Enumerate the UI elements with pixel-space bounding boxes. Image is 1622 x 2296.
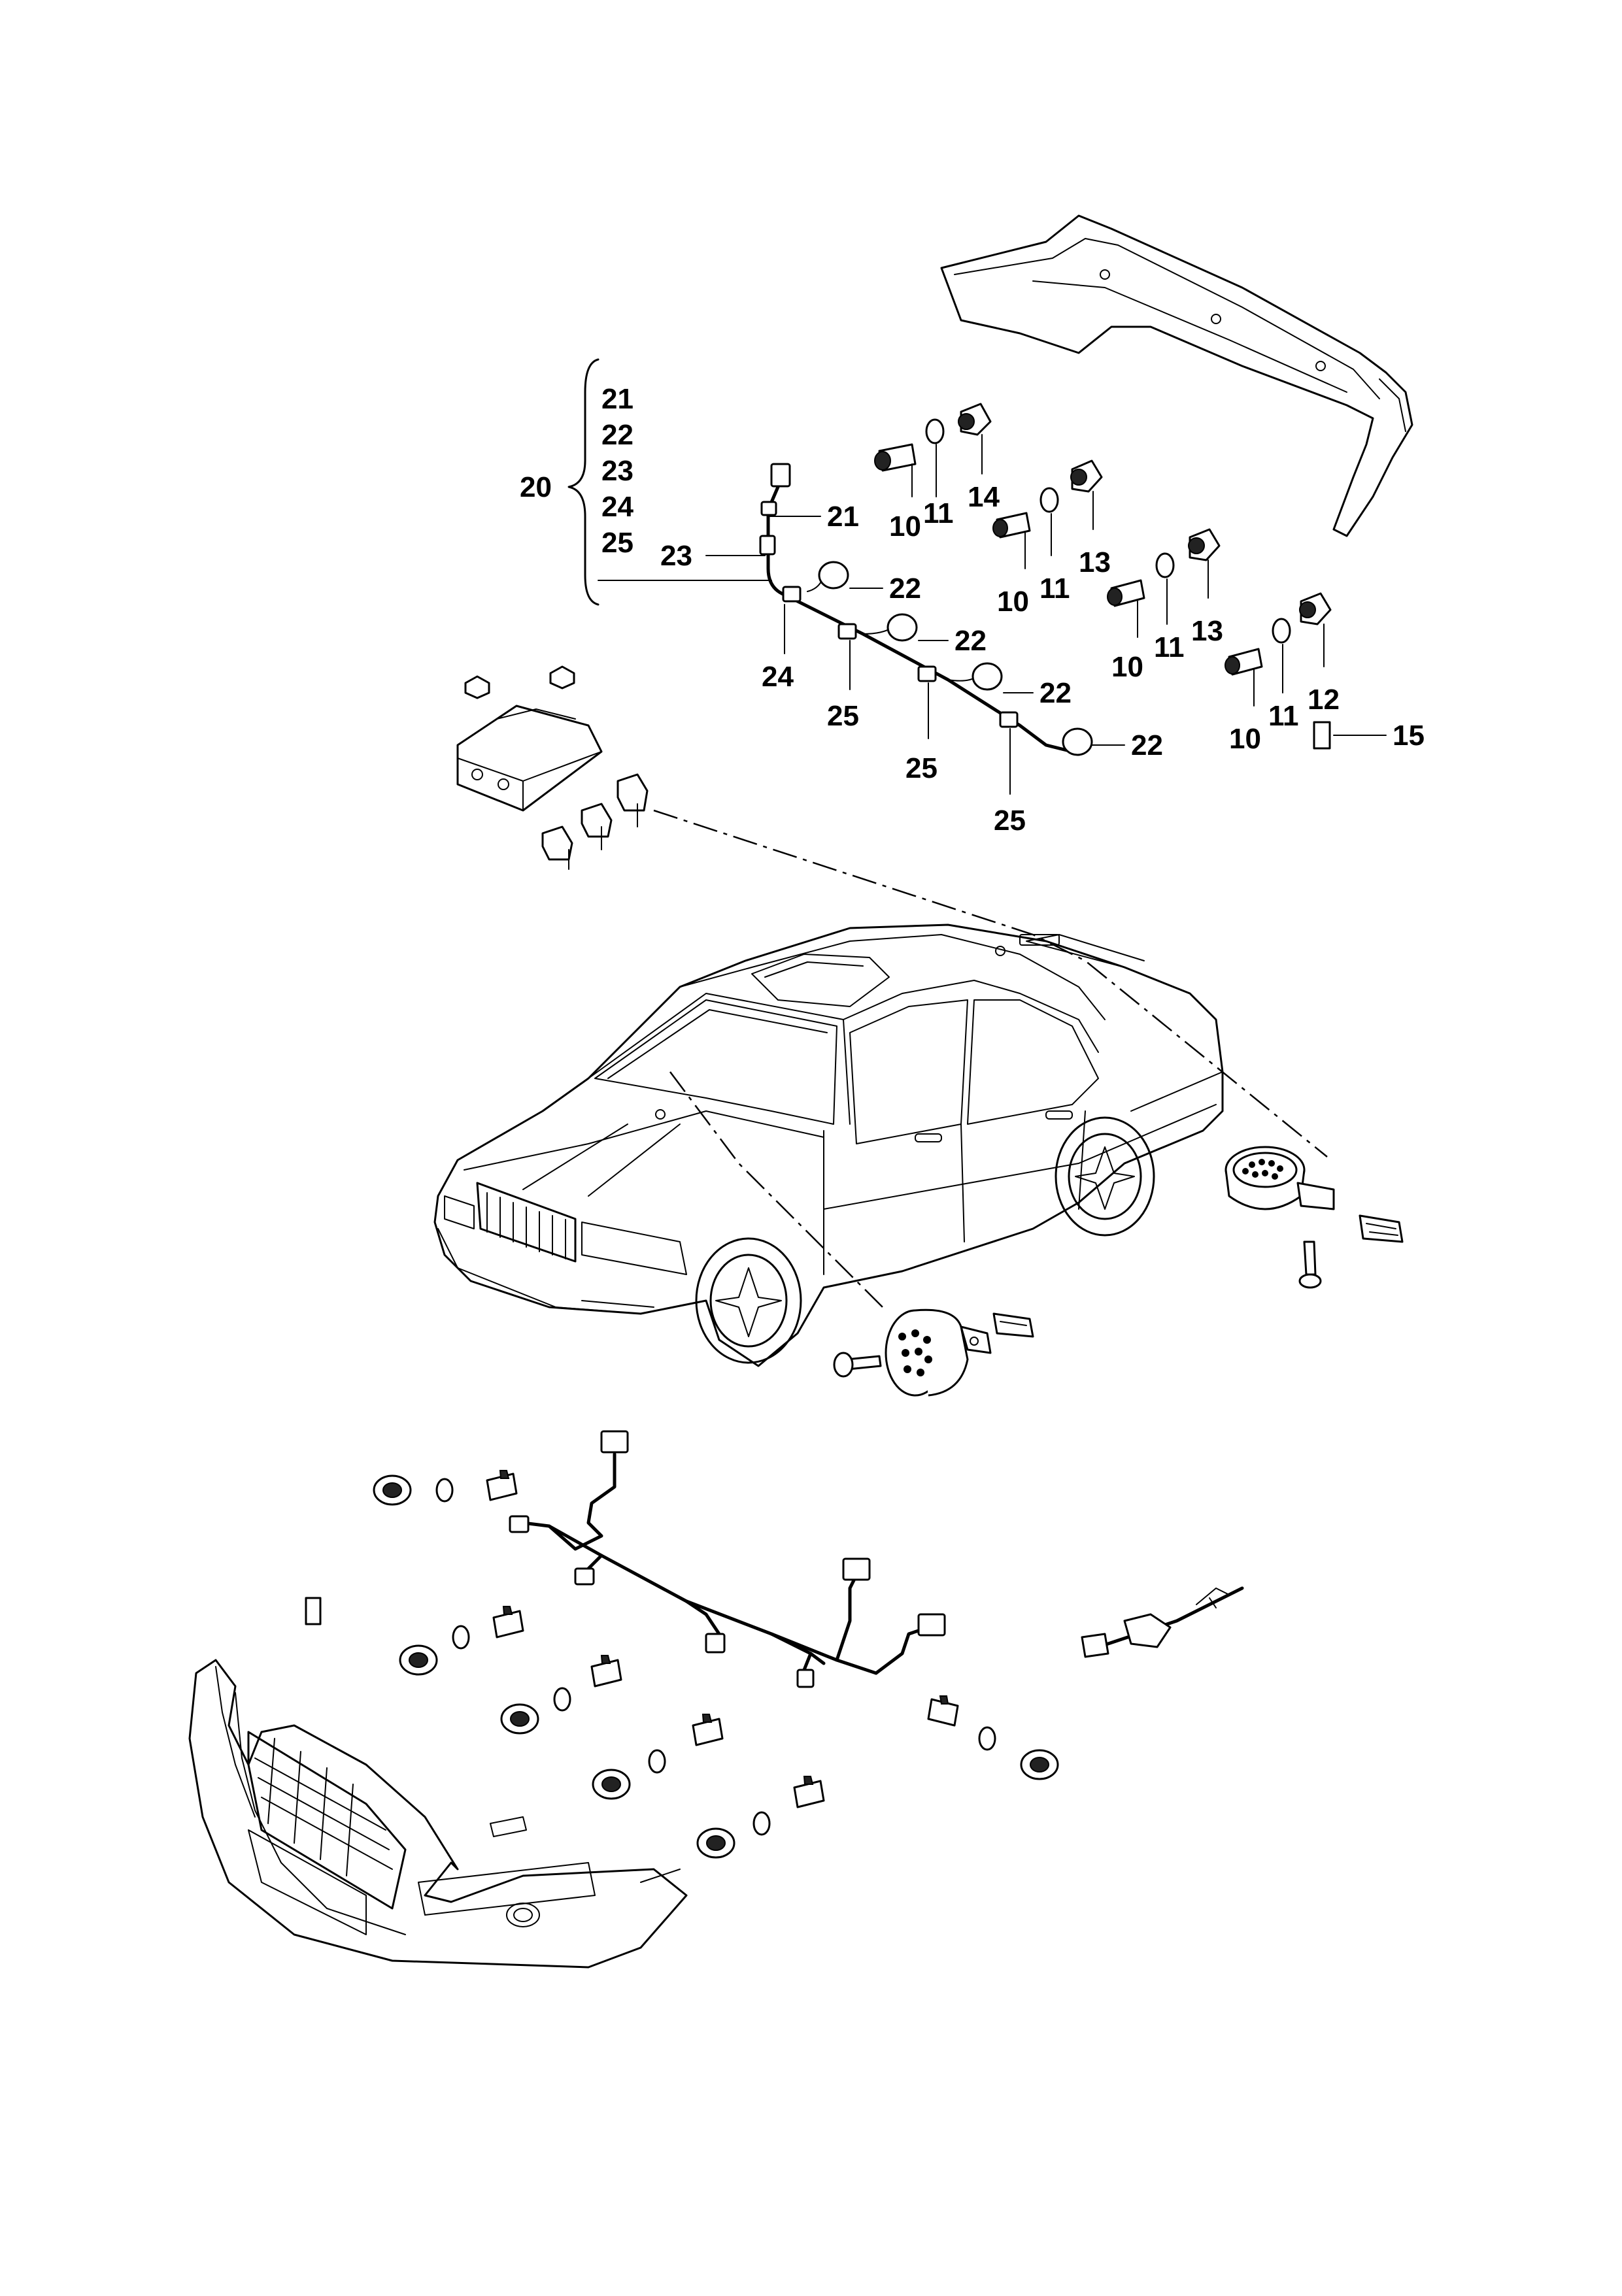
group-label-20: 20 <box>520 471 552 503</box>
rear-bumper <box>940 214 1413 537</box>
callout-14: 14 <box>968 481 1000 513</box>
callout-22-c: 22 <box>1039 677 1072 709</box>
callout-25-c: 25 <box>994 805 1026 837</box>
group-bracket-20: 20 21 22 23 24 25 <box>520 358 634 606</box>
callout-11-a: 11 <box>923 497 954 529</box>
front-wiring-harness <box>509 1430 946 1688</box>
front-sensors <box>305 1470 1059 1859</box>
front-bumper <box>188 1659 688 1969</box>
group-item-23: 23 <box>601 455 634 487</box>
callout-13-a: 13 <box>1079 546 1111 578</box>
front-warning-buzzer <box>833 1308 1034 1397</box>
callout-10-c: 10 <box>1111 651 1143 683</box>
callout-10-b: 10 <box>997 586 1029 618</box>
callout-21: 21 <box>827 501 859 533</box>
callout-22-d: 22 <box>1131 729 1163 761</box>
front-label-plate <box>305 1597 322 1625</box>
callout-15: 15 <box>1393 720 1425 752</box>
callout-10-d: 10 <box>1229 723 1261 755</box>
group-item-21: 21 <box>601 383 634 415</box>
group-item-24: 24 <box>601 491 634 523</box>
callout-24: 24 <box>762 661 794 693</box>
rear-sensors: 10 11 14 10 11 13 10 11 13 10 <box>874 403 1425 755</box>
rear-warning-buzzer <box>1225 1146 1404 1289</box>
part-15-label-plate <box>1313 721 1331 750</box>
control-unit <box>456 665 649 870</box>
callout-12: 12 <box>1308 684 1340 716</box>
callout-13-b: 13 <box>1191 615 1223 647</box>
callout-22-a: 22 <box>889 573 921 605</box>
callout-23: 23 <box>660 540 692 572</box>
connection-line-control-unit <box>653 809 1328 1157</box>
callout-25-a: 25 <box>827 700 859 732</box>
group-item-22: 22 <box>601 419 634 451</box>
callout-22-b: 22 <box>955 625 987 657</box>
group-item-25: 25 <box>601 527 634 559</box>
sensor-cable-clip <box>1081 1586 1244 1658</box>
callout-10-a: 10 <box>889 510 921 542</box>
callout-11-d: 11 <box>1268 700 1299 732</box>
rear-wiring-harness: 21 23 24 22 22 22 22 25 25 25 <box>598 463 1163 837</box>
callout-25-b: 25 <box>905 752 938 784</box>
callout-11-b: 11 <box>1039 573 1070 605</box>
car-illustration <box>433 923 1224 1367</box>
callout-11-c: 11 <box>1154 631 1185 663</box>
